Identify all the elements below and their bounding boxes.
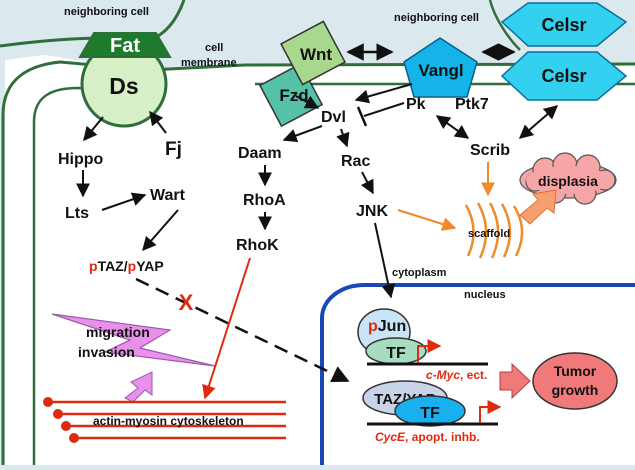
neighboring-cell-label: neighboring cell bbox=[394, 12, 479, 24]
dvl-rac-arrow bbox=[336, 128, 350, 148]
actin-myosin-label: actin-myosin cytoskeleton bbox=[93, 414, 244, 428]
rhok-label: RhoK bbox=[236, 237, 279, 254]
lts-wart-arrow bbox=[101, 192, 147, 211]
rac-label: Rac bbox=[341, 153, 370, 170]
dvl-label: Dvl bbox=[321, 109, 346, 126]
tf-top-label: TF bbox=[386, 345, 406, 362]
wart-ptaz-arrow bbox=[142, 209, 179, 252]
rhoa-label: RhoA bbox=[243, 192, 286, 209]
celsr-top-node bbox=[500, 2, 628, 47]
scaffold-displasia-arrow bbox=[519, 189, 557, 225]
myc-target-label: c-Myc, ect. bbox=[426, 368, 487, 382]
hippo-label: Hippo bbox=[58, 151, 104, 168]
vangl-label: Vangl bbox=[418, 61, 463, 80]
jnk-pjun-arrow bbox=[374, 222, 396, 299]
neighboring-cell-label: neighboring cell bbox=[64, 6, 149, 18]
pk-label: Pk bbox=[406, 96, 426, 113]
rhok-actin-arrow bbox=[202, 257, 251, 400]
lts-label: Lts bbox=[65, 205, 89, 222]
cell-membrane-label: cell bbox=[205, 42, 223, 54]
displasia-label: displasia bbox=[538, 173, 598, 189]
fat-node bbox=[78, 32, 172, 58]
scaffold-arcs bbox=[464, 202, 524, 259]
daam-label: Daam bbox=[238, 145, 282, 162]
fzd-dvl-arrow bbox=[295, 95, 320, 109]
celsr-bottom-node bbox=[500, 51, 628, 101]
taz-yap-nuclear-dashed-arrow bbox=[135, 277, 350, 383]
celsr-bottom-label: Celsr bbox=[541, 66, 586, 86]
block-mark: X bbox=[179, 290, 194, 315]
displasia-cloud-core bbox=[526, 166, 610, 194]
fj-ds-arrow bbox=[149, 110, 167, 134]
scrib-celsr-arrow bbox=[518, 105, 559, 139]
tumor-growth-arrow bbox=[499, 362, 531, 400]
pk-dvl-inhibition-bar bbox=[356, 106, 368, 127]
fj-label: Fj bbox=[165, 139, 182, 160]
tumor-label: Tumor bbox=[554, 363, 597, 379]
promoter-arrow-top bbox=[417, 339, 442, 363]
growth-label: growth bbox=[552, 382, 599, 398]
nucleus-envelope bbox=[320, 283, 635, 465]
vangl-node bbox=[403, 37, 478, 98]
wnt-label: Wnt bbox=[300, 45, 332, 64]
jnk-label: JNK bbox=[356, 203, 388, 220]
wart-label: Wart bbox=[150, 187, 186, 204]
cytoplasm-label: cytoplasm bbox=[392, 267, 447, 279]
fzd-label: Fzd bbox=[279, 86, 308, 105]
tumor-growth-node bbox=[532, 352, 618, 410]
scaffold-label: scaffold bbox=[468, 228, 510, 240]
fat-label: Fat bbox=[110, 35, 140, 57]
ptaz-pyap-label: pTAZ/pYAP bbox=[89, 258, 164, 274]
vangl-dvl-arrow bbox=[354, 83, 413, 104]
migration-label: migration bbox=[86, 324, 150, 340]
pk-scrib-arrow bbox=[435, 115, 470, 139]
nucleus-label: nucleus bbox=[464, 289, 506, 301]
actin-myosin-filaments bbox=[43, 397, 286, 443]
celsr-top-label: Celsr bbox=[541, 15, 586, 35]
tf-bottom-node bbox=[394, 395, 466, 427]
cell-membrane-inner bbox=[32, 86, 151, 465]
cyce-target-label: CycE, apopt. inhb. bbox=[375, 430, 480, 444]
neighboring-cell-right-membrane bbox=[488, 0, 521, 51]
scrib-label: Scrib bbox=[470, 142, 510, 159]
invasion-label: invasion bbox=[78, 344, 135, 360]
dvl-daam-arrow bbox=[282, 125, 323, 143]
pjun-label: pJun bbox=[368, 318, 406, 335]
ds-hippo-arrow bbox=[83, 116, 104, 142]
cytoskeleton-migration-arrow bbox=[124, 371, 153, 403]
tf-bottom-label: TF bbox=[420, 405, 440, 422]
wnt-node bbox=[279, 20, 347, 86]
pk-dvl-inhibition bbox=[363, 102, 405, 117]
ds-label: Ds bbox=[109, 73, 138, 99]
jnk-scaffold-arrow bbox=[397, 209, 457, 231]
rac-jnk-arrow bbox=[360, 171, 374, 195]
promoter-arrow-bottom bbox=[479, 400, 502, 423]
cell-membrane-label: membrane bbox=[181, 57, 237, 69]
ptk7-label: Ptk7 bbox=[455, 96, 489, 113]
